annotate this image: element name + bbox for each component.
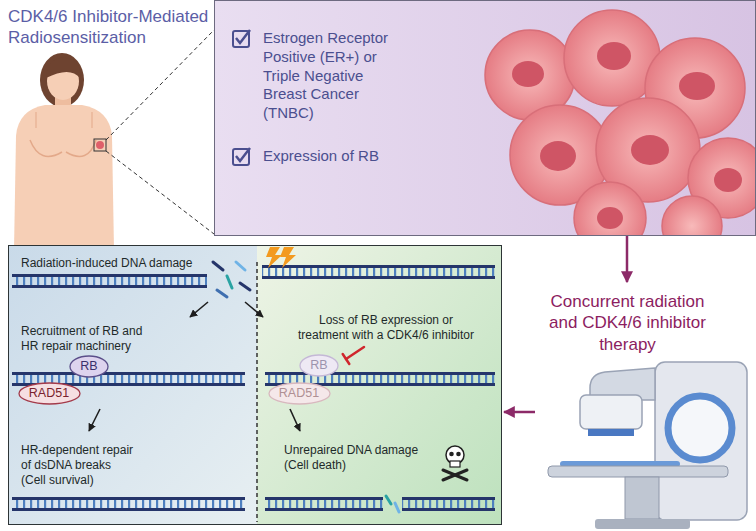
step-text: Recruitment of RB and HR repair machiner… xyxy=(21,324,156,354)
rad51-protein: RAD51 xyxy=(18,382,81,405)
protein-label: RB xyxy=(310,358,327,373)
protein-label: RB xyxy=(80,359,97,374)
oval-shape xyxy=(269,383,330,404)
rb-protein-faded: RB xyxy=(299,354,339,377)
repair-ground xyxy=(8,245,257,525)
tumor-dot xyxy=(96,141,104,149)
oval-shape xyxy=(19,383,80,404)
mechanism-panel: Radiation-induced DNA damageRecruitment … xyxy=(8,245,502,525)
outcome-text: Unrepaired DNA damage (Cell death) xyxy=(284,443,429,473)
skull-icon xyxy=(443,446,467,480)
diagram-title: CDK4/6 Inhibitor-Mediated Radiosensitiza… xyxy=(8,6,212,49)
step-text: Loss of RB expression or treatment with … xyxy=(296,313,476,343)
protein-label: RAD51 xyxy=(279,386,319,401)
dna-strands xyxy=(12,265,495,511)
patient-figure xyxy=(14,53,114,250)
tumor-cells xyxy=(485,10,756,236)
step-arrows xyxy=(89,302,300,431)
criteria-text: Estrogen Receptor Positive (ER+) or Trip… xyxy=(263,29,403,123)
flow-arrow xyxy=(626,236,629,282)
divider-line xyxy=(256,262,258,522)
inhibited-ground xyxy=(257,245,502,525)
criteria-text: Expression of RB xyxy=(263,147,463,166)
protein-label: RAD51 xyxy=(29,386,69,401)
oval-shape xyxy=(70,356,108,377)
zoom-lines xyxy=(106,30,214,234)
criteria-box: Estrogen Receptor Positive (ER+) or Trip… xyxy=(214,0,756,236)
linac-machine xyxy=(548,362,747,529)
radiation-bolts xyxy=(266,247,296,268)
step-text: Radiation-induced DNA damage xyxy=(21,256,211,271)
therapy-label: Concurrent radiation and CDK4/6 inhibito… xyxy=(535,291,720,355)
checkboxes xyxy=(233,30,250,165)
flow-arrow xyxy=(504,411,535,414)
rb-protein: RB xyxy=(69,355,109,378)
outcome-text: HR-dependent repair of dsDNA breaks (Cel… xyxy=(21,443,139,488)
rad51-protein-faded: RAD51 xyxy=(268,382,331,405)
inhibition-mark xyxy=(343,347,364,364)
therapy-region: Concurrent radiation and CDK4/6 inhibito… xyxy=(535,284,720,524)
oval-shape xyxy=(300,355,338,376)
dna-fragments xyxy=(213,262,399,512)
